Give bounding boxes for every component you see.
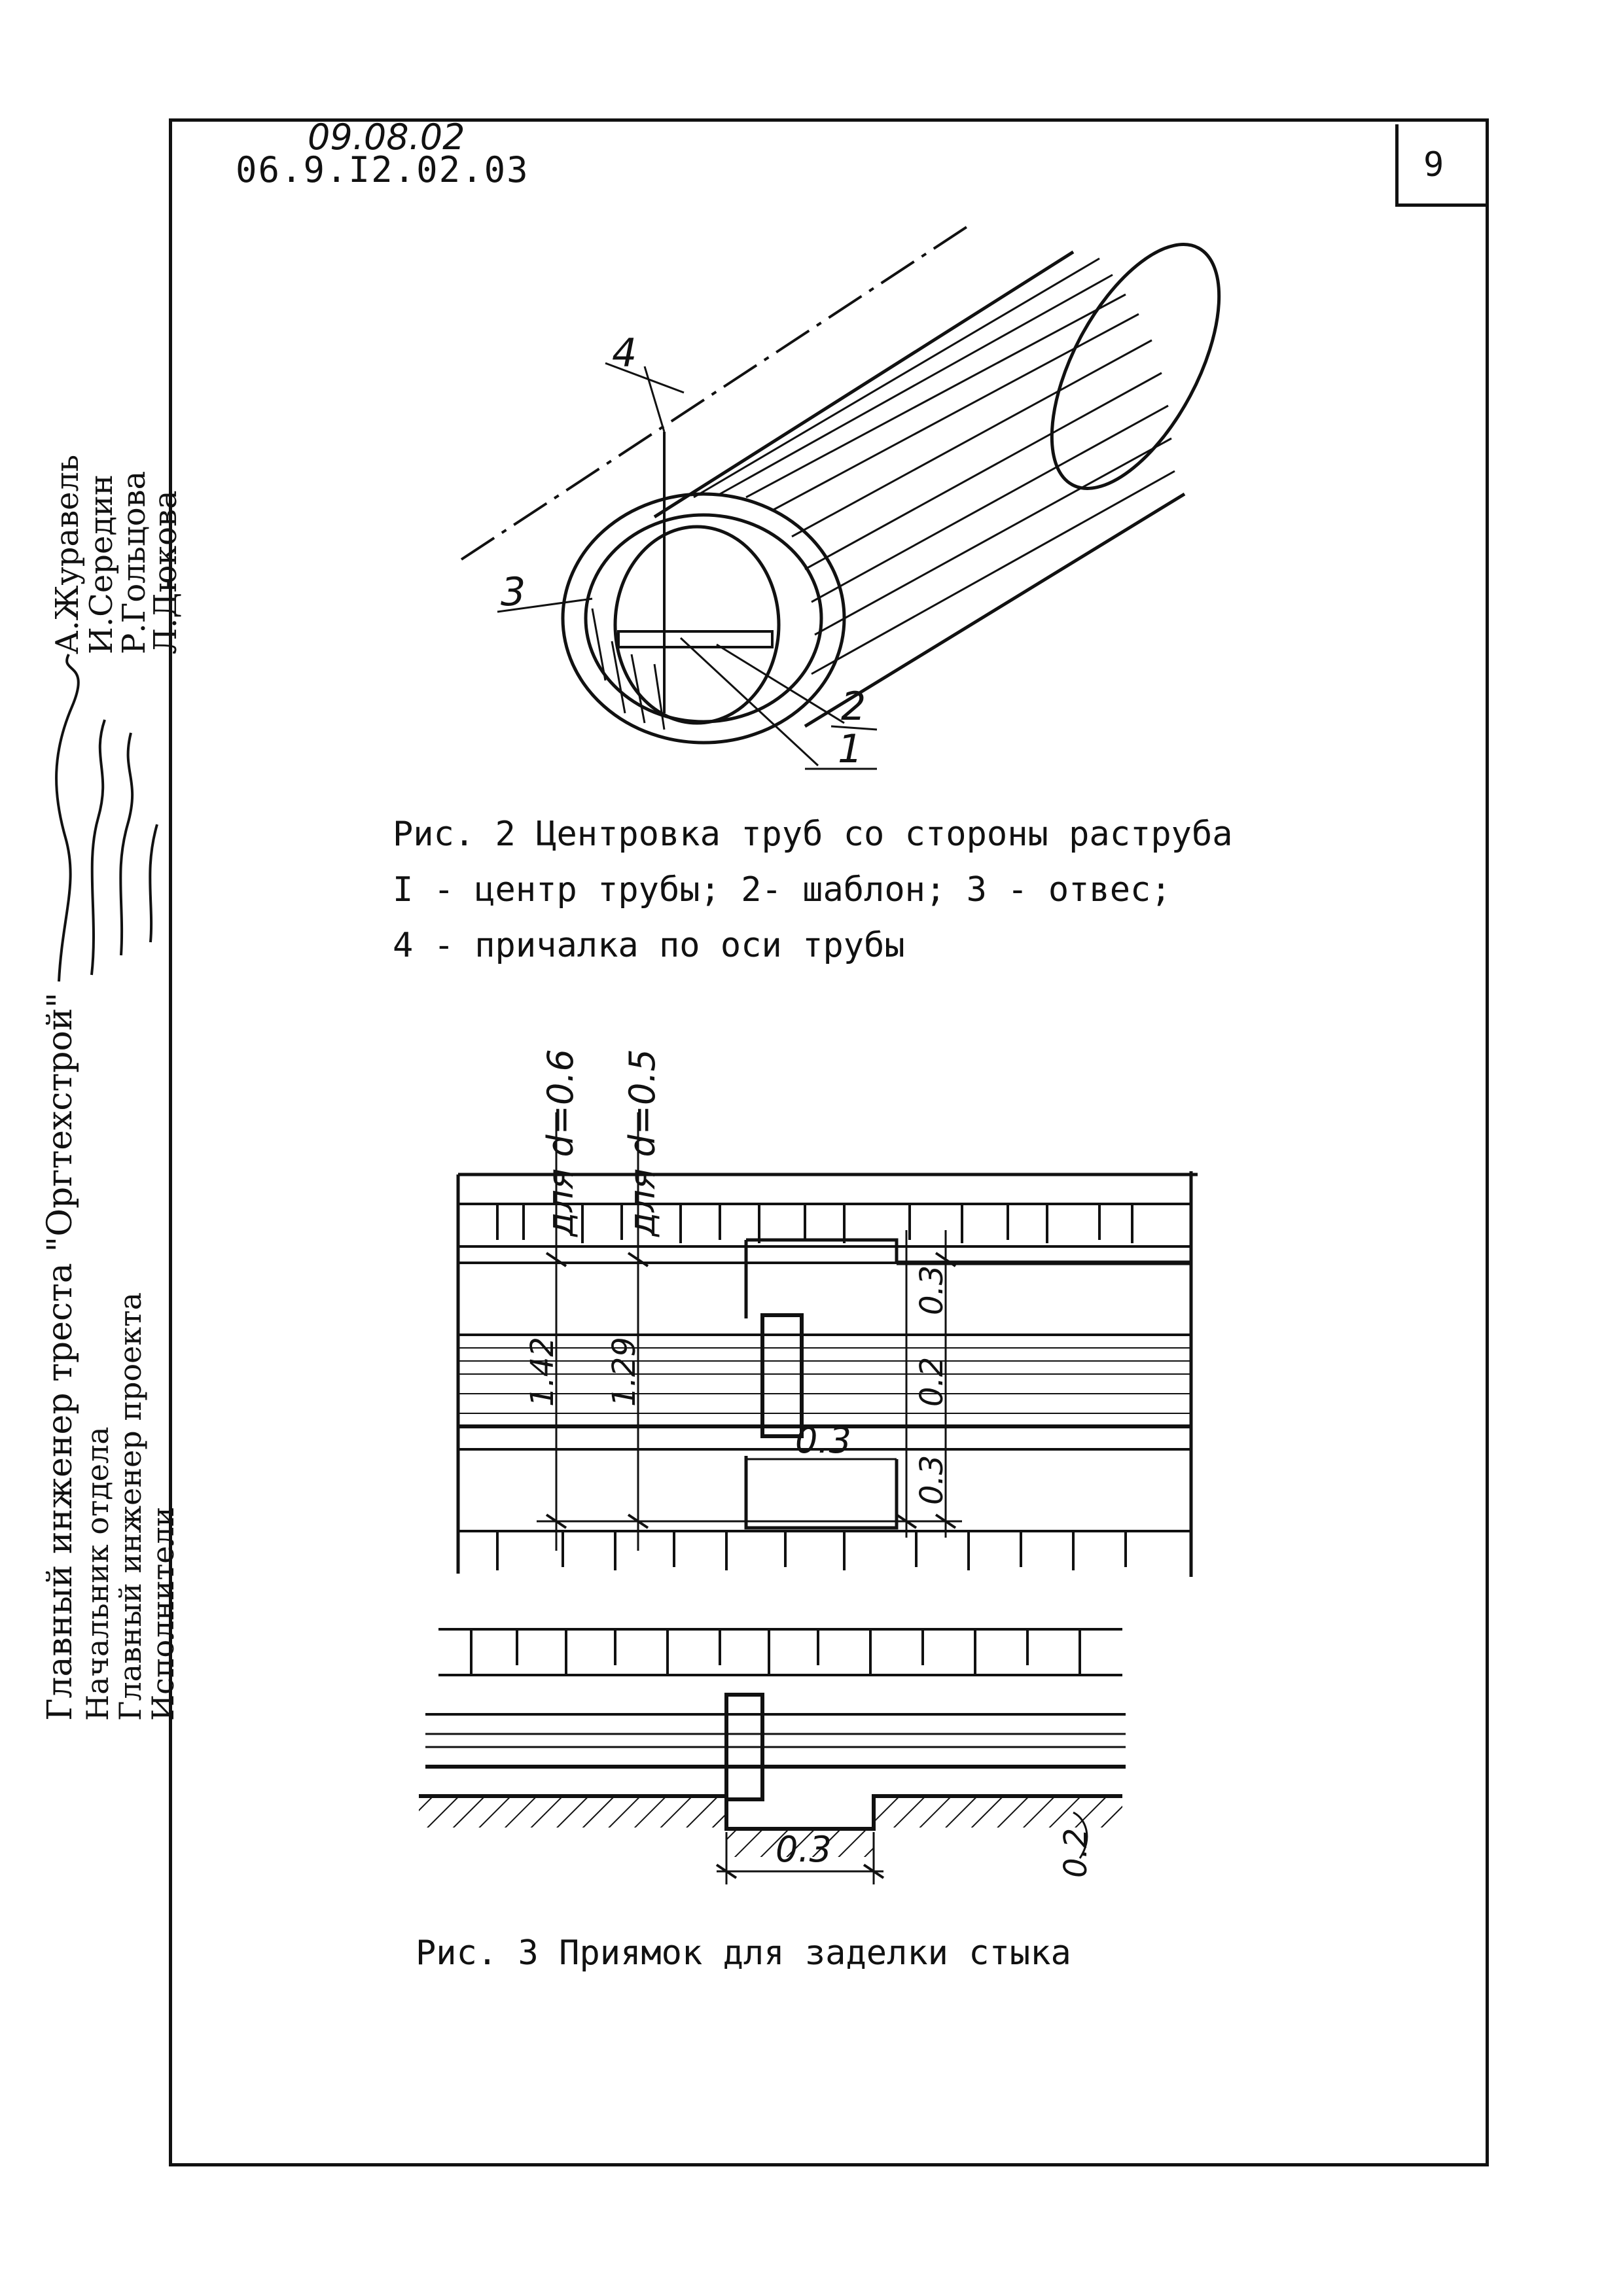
pipe-axis-line [460, 224, 970, 561]
drawing-frame [169, 118, 1489, 2166]
page-number: 9 [1423, 145, 1444, 185]
dim-0-2: 0.2 [914, 1357, 950, 1407]
document-code-handwritten: 09.08.02 [308, 116, 465, 158]
plan-socket [760, 1313, 804, 1438]
dim-1-29: 1.29 [606, 1337, 643, 1407]
figure3-plan [456, 1112, 1198, 1577]
socket-outer [561, 492, 846, 745]
fig2-label-1: 1 [838, 726, 863, 772]
fig2-label-4: 4 [612, 330, 637, 376]
dim-0-3-trench: 0.3 [776, 1829, 832, 1870]
fig2-label-3: 3 [501, 569, 526, 615]
dim-0-3-bottom: 0.3 [914, 1455, 950, 1505]
figure3-caption: Рис. 3 Приямок для заделки стыка [416, 1934, 1071, 1973]
figure2-caption-line1: I - центр трубы; 2- шаблон; 3 - отвес; [393, 870, 1171, 910]
page-number-box [1395, 124, 1489, 207]
dim-0-2-trench: 0.2 [1058, 1828, 1094, 1878]
figure2-caption-line2: 4 - причалка по оси трубы [393, 926, 905, 965]
dim-0-3-mid: 0.3 [795, 1420, 851, 1461]
dim-1-42: 1.42 [524, 1337, 561, 1407]
pipe-stripes [693, 257, 1175, 675]
dim-0-3-top: 0.3 [914, 1265, 950, 1315]
pipe-far-end [1050, 243, 1221, 490]
signatures [55, 654, 158, 982]
figure2-caption-title: Рис. 2 Центровка труб со стороны раструб… [393, 815, 1233, 854]
dim-label-d06: для d=0.6 [540, 1049, 581, 1237]
figure3-section [419, 1628, 1126, 1831]
ground-hatching [419, 1798, 1122, 1857]
pipe-inner [613, 525, 781, 725]
figure2-pipe [460, 224, 1221, 770]
pipe-body [653, 250, 1186, 728]
trench-dimensions [715, 1811, 1088, 1884]
document-code: 06.9.I2.02.03 [236, 149, 529, 190]
fig2-label-2: 2 [841, 684, 866, 730]
dim-label-d05: для d=0.5 [622, 1049, 663, 1237]
ground-line [419, 1794, 1122, 1831]
template-bar [617, 630, 774, 648]
section-socket [724, 1693, 764, 1801]
